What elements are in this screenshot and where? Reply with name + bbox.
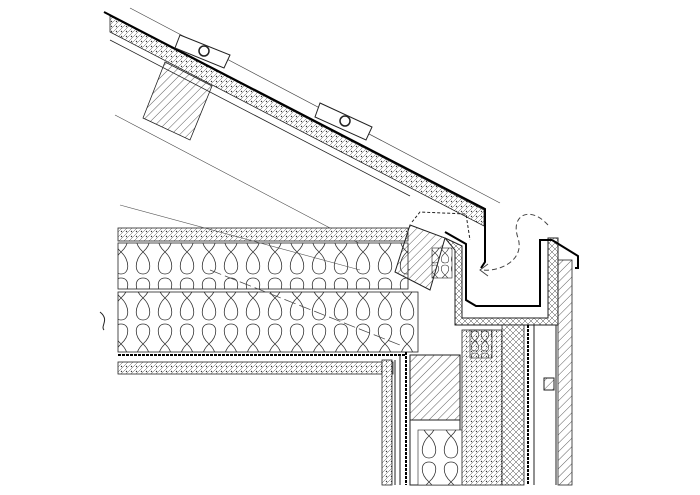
tile-clip	[174, 34, 231, 69]
roof-membrane	[103, 11, 486, 269]
tile-clip	[314, 102, 373, 141]
wall-top-plate	[409, 354, 461, 421]
wall-inner-lining	[381, 359, 393, 486]
ceiling-plaster	[117, 361, 394, 375]
ceiling-insulation-upper	[117, 242, 409, 290]
wall-cladding-battens	[501, 324, 525, 486]
rafter-section	[142, 61, 213, 141]
gutter-lining	[444, 237, 559, 326]
gutter-membrane	[444, 231, 552, 307]
airflow-arrow-icon	[481, 213, 549, 271]
ceiling-board-top	[117, 227, 409, 242]
ceiling-insulation-lower	[117, 291, 419, 353]
